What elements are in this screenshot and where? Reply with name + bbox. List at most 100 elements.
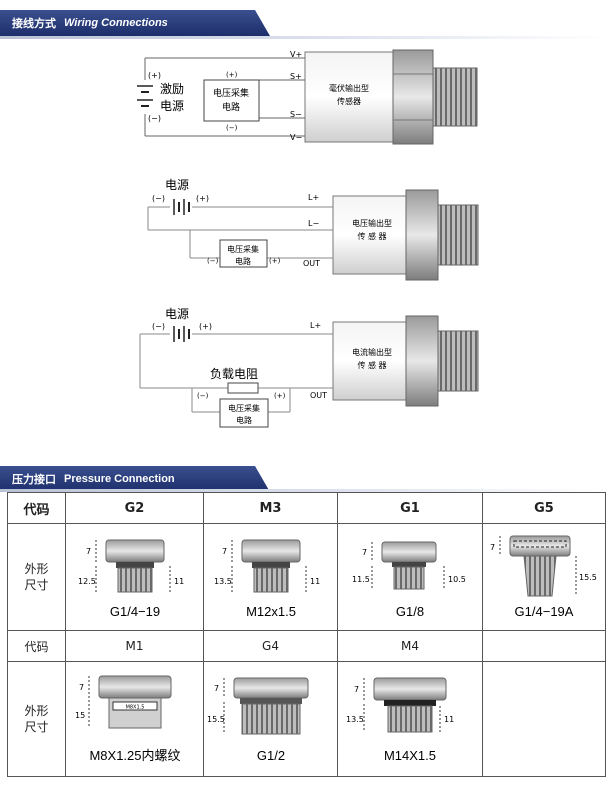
- dim: 7: [362, 548, 367, 557]
- dim: 11: [174, 577, 184, 586]
- box3-label-line2: 电路: [236, 415, 252, 425]
- box2-label-line1: 电压采集: [227, 244, 259, 254]
- sensor3-label-line1: 电流输出型: [352, 347, 392, 357]
- box2-minus: (−): [207, 257, 219, 265]
- shape-label-line2: 尺寸: [24, 578, 49, 592]
- dim: 7: [222, 547, 227, 556]
- fitting-m4-drawing: 7 13.5 11 M14X1.5: [346, 677, 454, 763]
- pin-lplus-3: L+: [310, 321, 321, 330]
- pin-vminus: V−: [290, 133, 302, 142]
- supply-label-line1: 激励: [160, 82, 184, 96]
- fitting-g1-drawing: 7 11.5 10.5 G1/8: [352, 541, 466, 619]
- dim: M8X1.5: [125, 704, 144, 710]
- fitting-g5-drawing: 7 15.5 G1/4−19A: [490, 535, 597, 619]
- box3-minus: (−): [197, 392, 209, 400]
- diagram-millivolt: 毫伏输出型 传感器 激励 电源 (+) (−) 电压采集 电路 (+) (−) …: [137, 49, 478, 145]
- code-label: 代码: [7, 630, 66, 662]
- power2-minus: (−): [152, 194, 165, 203]
- wiring-section-banner: 接线方式 Wiring Connections: [0, 10, 270, 36]
- dim: 7: [79, 683, 84, 692]
- shape-label-line1: 外形: [24, 562, 49, 576]
- pressure-title-cn: 压力接口: [12, 473, 56, 486]
- code-label: 代码: [7, 492, 66, 524]
- code-cell: M1: [65, 630, 204, 662]
- load-label: 负载电阻: [210, 367, 258, 381]
- dim: 13.5: [214, 577, 232, 586]
- fitting-name: M12x1.5: [246, 604, 296, 619]
- code-cell: G4: [203, 630, 338, 662]
- dim: 11: [444, 715, 454, 724]
- box1-label-line1: 电压采集: [213, 87, 249, 99]
- dim: 12.5: [78, 577, 96, 586]
- code-cell: M4: [337, 630, 483, 662]
- box3-plus: (+): [274, 392, 286, 400]
- table-row: 代码 M1 G4 M4: [7, 630, 606, 662]
- pin-lplus-2: L+: [308, 193, 319, 202]
- fitting-name: M14X1.5: [384, 748, 436, 763]
- dim: 15: [75, 711, 85, 720]
- box1-plus: (+): [226, 71, 238, 79]
- power3-label: 电源: [165, 307, 189, 321]
- banner-underline-2: [0, 489, 609, 492]
- fitting-name: G1/4−19A: [515, 604, 574, 619]
- dim: 11.5: [352, 575, 370, 584]
- table-row: 代码 G2 M3 G1 G5: [7, 492, 606, 524]
- fitting-name: M8X1.25内螺纹: [89, 748, 180, 763]
- code-cell: G5: [482, 492, 606, 524]
- power3-plus: (+): [199, 322, 212, 331]
- dim: 13.5: [346, 715, 364, 724]
- wiring-title-cn: 接线方式: [12, 17, 56, 30]
- shape-label: 外形 尺寸: [7, 523, 66, 631]
- fitting-name: G1/2: [256, 748, 284, 763]
- pin-vplus: V+: [290, 50, 302, 59]
- box3-label-line1: 电压采集: [228, 403, 260, 413]
- shape-label: 外形 尺寸: [7, 661, 66, 777]
- box2-label-line2: 电路: [235, 256, 251, 266]
- pin-splus: S+: [290, 72, 302, 81]
- dim: 15.5: [207, 715, 225, 724]
- power2-label: 电源: [165, 178, 189, 192]
- fitting-name: G1/8: [396, 604, 424, 619]
- pin-out-3: OUT: [310, 391, 327, 400]
- pressure-connection-table: 代码 G2 M3 G1 G5 外形 尺寸 7 12.5 11 G1/4−19: [7, 492, 606, 777]
- power3-minus: (−): [152, 322, 165, 331]
- table-row: 外形 尺寸 7 12.5 11 G1/4−19: [7, 523, 606, 631]
- power2-plus: (+): [196, 194, 209, 203]
- diagram-voltage: 电压输出型 传 感 器 电源 (−) (+) 电压采集 电路 (−) (+) L…: [147, 178, 479, 281]
- sensor1-label-line1: 毫伏输出型: [329, 83, 369, 93]
- dim: 7: [490, 543, 495, 552]
- fitting-name: G1/4−19: [109, 604, 159, 619]
- dim: 15.5: [579, 573, 597, 582]
- shape-label-line1: 外形: [24, 704, 49, 718]
- sensor1-label-line2: 传感器: [337, 96, 361, 106]
- dim: 7: [354, 685, 359, 694]
- supply-plus: (+): [148, 71, 161, 80]
- wiring-title-en: Wiring Connections: [64, 17, 168, 29]
- box1-label-line2: 电路: [222, 101, 240, 113]
- fitting-cell: 7 13.5 11 M14X1.5: [337, 661, 483, 777]
- fitting-g2-drawing: 7 12.5 11 G1/4−19: [78, 539, 184, 619]
- code-cell: M3: [203, 492, 338, 524]
- pressure-title-en: Pressure Connection: [64, 473, 175, 485]
- fitting-cell: M8X1.5 7 15 M8X1.25内螺纹: [65, 661, 204, 777]
- shape-label-line2: 尺寸: [24, 720, 49, 734]
- box2-plus: (+): [269, 257, 281, 265]
- dim: 10.5: [448, 575, 466, 584]
- dim: 7: [86, 547, 91, 556]
- supply-label-line2: 电源: [160, 99, 184, 113]
- pin-out-2: OUT: [303, 259, 320, 268]
- code-cell: [482, 630, 606, 662]
- sensor3-label-line2: 传 感 器: [357, 360, 386, 370]
- table-row: 外形 尺寸 M8X1.5 7 15 M8X1.25内螺纹: [7, 661, 606, 777]
- code-cell: G1: [337, 492, 483, 524]
- pin-lminus-2: L−: [308, 219, 319, 228]
- pin-sminus: S−: [290, 110, 302, 119]
- banner-underline: [0, 36, 609, 39]
- empty-cell: [482, 661, 606, 777]
- sensor2-label-line2: 传 感 器: [357, 231, 386, 241]
- fitting-cell: 7 15.5 G1/4−19A: [482, 523, 606, 631]
- pressure-section-banner: 压力接口 Pressure Connection: [0, 466, 270, 492]
- fitting-cell: 7 15.5 G1/2: [203, 661, 338, 777]
- dim: 7: [214, 684, 219, 693]
- diagram-current: 电流输出型 传 感 器 电源 (−) (+) 负载电阻 电压采集 电路 (−) …: [139, 307, 479, 428]
